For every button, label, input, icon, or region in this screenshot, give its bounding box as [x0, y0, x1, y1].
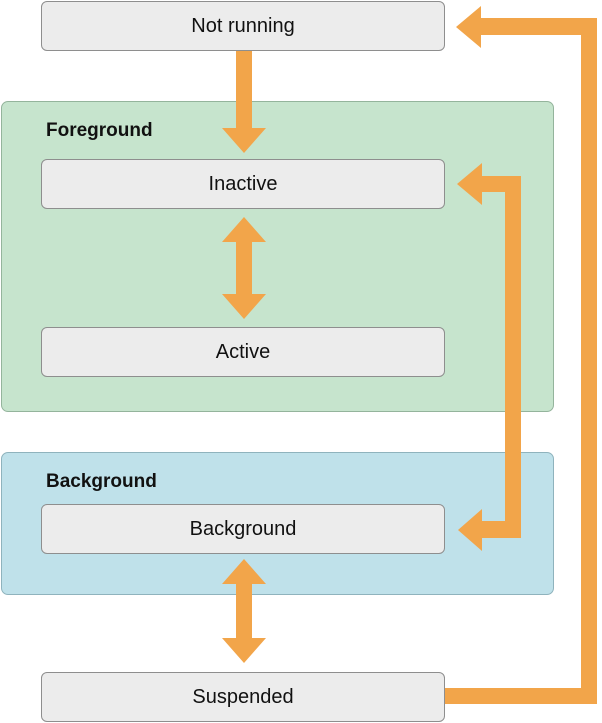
- arrow-suspended-to-not-running: [445, 6, 597, 704]
- state-active: Active: [41, 327, 445, 377]
- arrow-not-running-to-inactive: [222, 51, 266, 153]
- state-background: Background: [41, 504, 445, 554]
- state-suspended: Suspended: [41, 672, 445, 722]
- arrow-inactive-to-background: [458, 509, 491, 551]
- arrow-background-to-inactive: [457, 163, 521, 538]
- foreground-group-title: Foreground: [46, 120, 153, 141]
- state-not-running: Not running: [41, 1, 445, 51]
- arrow-background-suspended: [222, 559, 266, 663]
- arrow-inactive-active: [222, 217, 266, 319]
- state-inactive: Inactive: [41, 159, 445, 209]
- background-group-title: Background: [46, 471, 157, 492]
